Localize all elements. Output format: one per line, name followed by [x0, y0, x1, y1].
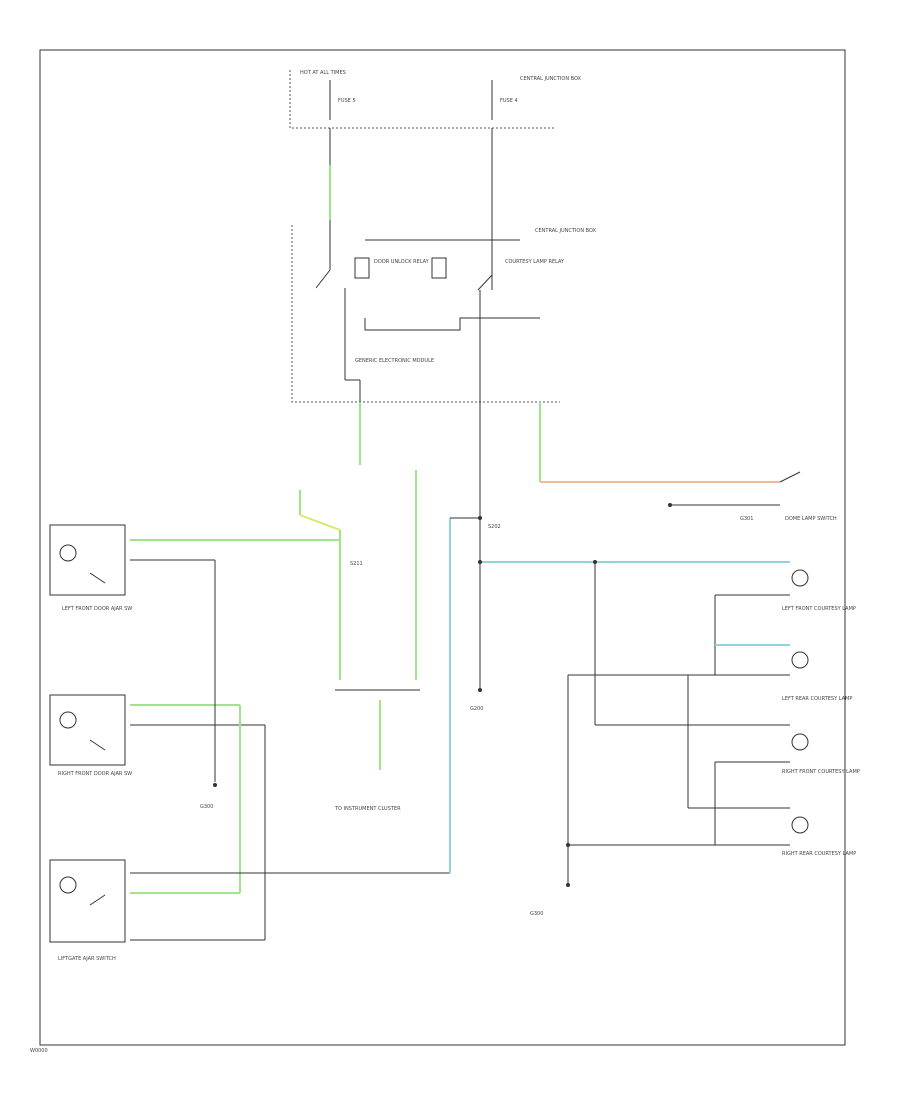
relay-right-label: COURTESY LAMP RELAY [505, 259, 565, 265]
lf-door-switch: LEFT FRONT DOOR AJAR SW [49, 524, 132, 612]
lamp-rf: RIGHT FRONT COURTESY LAMP [782, 733, 860, 775]
ground-side-label: G301 [740, 516, 753, 522]
rf-door-switch: RIGHT FRONT DOOR AJAR SW [49, 694, 132, 777]
liftgate-switch-label: LIFTGATE AJAR SWITCH [58, 956, 116, 962]
lamp-lf: LEFT FRONT COURTESY LAMP [782, 569, 856, 612]
liftgate-switch: LIFTGATE AJAR SWITCH [49, 859, 126, 962]
lamp-lr: LEFT REAR COURTESY LAMP [782, 651, 852, 702]
module-label: GENERIC ELECTRONIC MODULE [355, 358, 434, 364]
fuse-left-label: FUSE 5 [338, 98, 356, 104]
relay-box: CENTRAL JUNCTION BOX DOOR UNLOCK RELAY C… [291, 220, 597, 420]
splice-left-label: S211 [350, 561, 363, 567]
lamp-lf-label: LEFT FRONT COURTESY LAMP [782, 606, 856, 612]
diagram-frame [39, 49, 846, 1046]
fuse-panel-right-label: CENTRAL JUNCTION BOX [520, 76, 582, 82]
lamp-rf-label: RIGHT FRONT COURTESY LAMP [782, 769, 860, 775]
relay-left-label: DOOR UNLOCK RELAY [374, 259, 430, 265]
fuse-panel: HOT AT ALL TIMES CENTRAL JUNCTION BOX FU… [289, 70, 582, 129]
rf-door-switch-label: RIGHT FRONT DOOR AJAR SW [58, 771, 132, 777]
ground-left-label: G300 [200, 804, 213, 810]
lamp-lr-label: LEFT REAR COURTESY LAMP [782, 696, 852, 702]
fuse-panel-left-label: HOT AT ALL TIMES [300, 70, 346, 76]
splice-center-label: S202 [488, 524, 501, 530]
fuse-right-label: FUSE 4 [500, 98, 518, 104]
connector-bottom-label: TO INSTRUMENT CLUSTER [334, 806, 401, 812]
ground-center-label: G200 [470, 706, 483, 712]
lf-door-switch-label: LEFT FRONT DOOR AJAR SW [62, 606, 132, 612]
relay-box-label: CENTRAL JUNCTION BOX [535, 228, 597, 234]
footer-label: W0000 [30, 1048, 48, 1054]
dome-switch-label: DOME LAMP SWITCH [785, 516, 837, 522]
lamp-rr-label: RIGHT REAR COURTESY LAMP [782, 851, 856, 857]
lamp-rr: RIGHT REAR COURTESY LAMP [782, 816, 856, 857]
ground-bottom-label: G300 [530, 911, 543, 917]
